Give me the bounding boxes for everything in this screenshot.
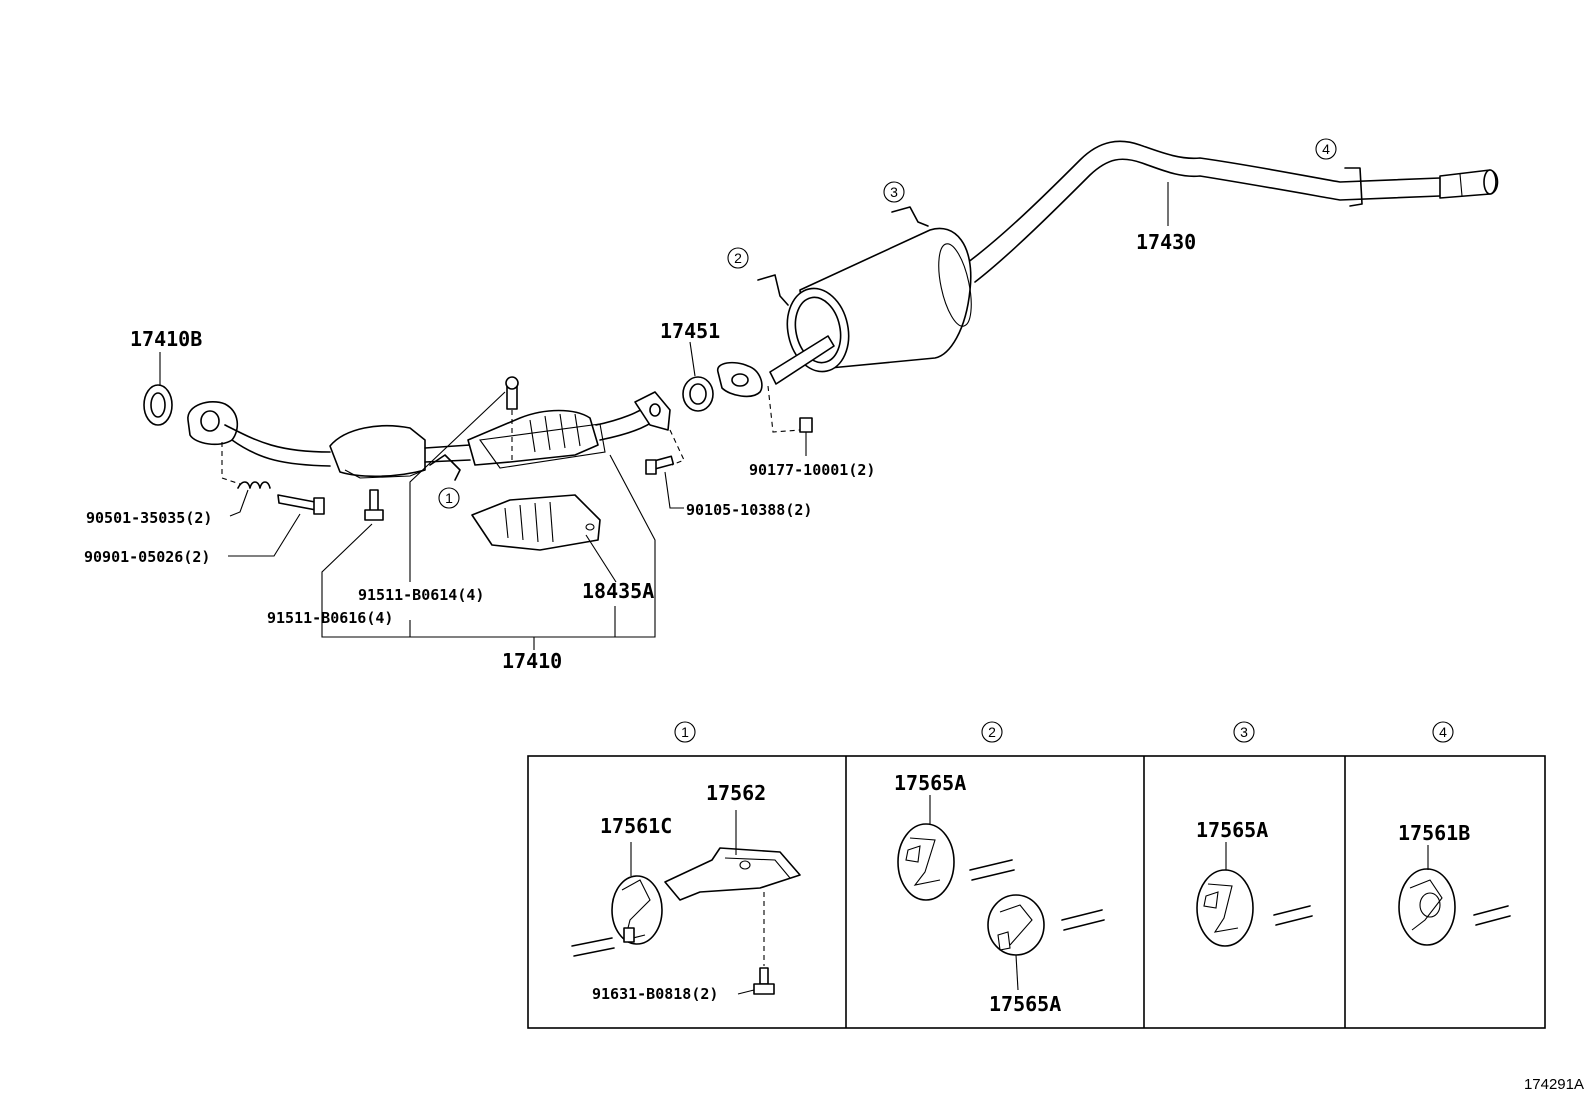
spring-90501[interactable]	[237, 481, 271, 489]
assembly-dashed-lines	[221, 385, 801, 485]
bolt-91511-B0616[interactable]	[364, 489, 384, 521]
label-90177-10001: 90177-10001(2)	[749, 461, 875, 479]
gasket-17410B[interactable]	[143, 384, 173, 426]
panel-header-1: 1	[674, 721, 696, 743]
panel-header-3: 3	[1233, 721, 1255, 743]
label-17410: 17410	[502, 649, 562, 673]
insulator-17561C[interactable]	[611, 875, 663, 945]
label-17451: 17451	[660, 319, 720, 343]
label-90901-05026: 90901-05026(2)	[84, 548, 210, 566]
panel-header-4: 4	[1432, 721, 1454, 743]
muffler-inlet-flange	[717, 361, 763, 398]
label-17565A-lower: 17565A	[989, 992, 1061, 1016]
front-exhaust-pipe-17410[interactable]	[187, 391, 671, 479]
part-labels: 17410B 17451 17430 90177-10001(2) 90105-…	[84, 230, 1196, 673]
detail-panel	[527, 755, 1546, 1029]
svg-text:1: 1	[445, 490, 453, 506]
svg-text:3: 3	[1240, 724, 1248, 740]
muffler[interactable]	[757, 206, 977, 385]
diagram-reference-code: 174291A	[1523, 1076, 1584, 1093]
label-17565A-panel3: 17565A	[1196, 818, 1268, 842]
callout-2: 2	[727, 247, 749, 269]
insulator-17565A[interactable]	[1196, 869, 1254, 947]
panel-4-parts: 17561B	[1398, 821, 1511, 946]
label-91631-B0818: 91631-B0818(2)	[592, 985, 718, 1003]
label-18435A: 18435A	[582, 579, 654, 603]
label-91511-B0616: 91511-B0616(4)	[267, 609, 393, 627]
bolt-91631-B0818[interactable]	[753, 967, 775, 995]
label-17565A-upper: 17565A	[894, 771, 966, 795]
label-17562: 17562	[706, 781, 766, 805]
front-pipe-bracket	[429, 454, 461, 481]
bolt-91511-B0614[interactable]	[505, 376, 519, 410]
svg-text:4: 4	[1439, 724, 1447, 740]
leader-lines	[159, 182, 1169, 650]
label-17561B: 17561B	[1398, 821, 1470, 845]
label-17561C: 17561C	[600, 814, 672, 838]
callout-4: 4	[1315, 138, 1337, 160]
svg-text:2: 2	[988, 724, 996, 740]
panel-header-2: 2	[981, 721, 1003, 743]
callout-1: 1	[438, 487, 460, 509]
label-17430: 17430	[1136, 230, 1196, 254]
label-90501-35035: 90501-35035(2)	[86, 509, 212, 527]
svg-text:1: 1	[681, 724, 689, 740]
label-17410B: 17410B	[130, 327, 202, 351]
heat-insulator-18435A[interactable]	[471, 494, 601, 551]
nut-90177[interactable]	[799, 417, 813, 433]
svg-text:2: 2	[734, 250, 742, 266]
label-90105-10388: 90105-10388(2)	[686, 501, 812, 519]
label-91511-B0614: 91511-B0614(4)	[358, 586, 484, 604]
insulator-17565A-upper[interactable]	[897, 823, 955, 901]
svg-text:3: 3	[890, 184, 898, 200]
callout-3: 3	[883, 181, 905, 203]
panel-1-parts: 17562 17561C 91631-B0818(2)	[571, 781, 801, 1003]
insulator-17565A-lower[interactable]	[987, 894, 1045, 956]
bolt-90901[interactable]	[277, 494, 325, 515]
panel-3-parts: 17565A	[1196, 818, 1313, 947]
gasket-17451[interactable]	[682, 376, 714, 412]
svg-text:4: 4	[1322, 141, 1330, 157]
panel-2-parts: 17565A 17565A	[894, 771, 1105, 1016]
bolt-90105[interactable]	[645, 455, 675, 475]
bracket-17562[interactable]	[664, 847, 801, 901]
insulator-17561B[interactable]	[1398, 868, 1456, 946]
tail-pipe-17430[interactable]	[959, 140, 1499, 283]
